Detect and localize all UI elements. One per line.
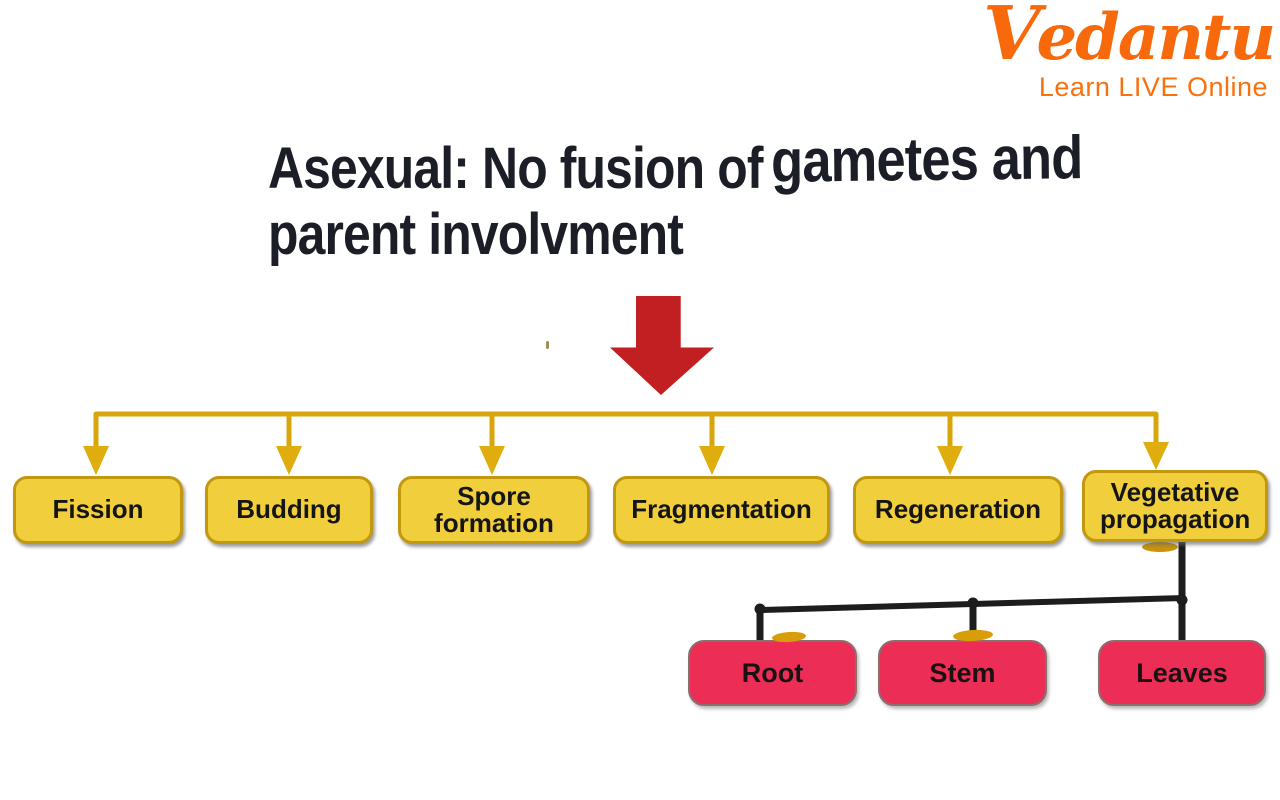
gold-arrowheads (83, 442, 1169, 475)
category-label: Fragmentation (631, 494, 812, 525)
gold-rail (93, 411, 1159, 448)
logo-tagline: Learn LIVE Online (1038, 72, 1268, 102)
part-box-root: Root (688, 640, 857, 706)
part-box-stem: Stem (878, 640, 1047, 706)
category-label: Regeneration (874, 494, 1042, 525)
black-branch (754, 540, 1188, 643)
category-label: Budding (236, 494, 342, 525)
logo-v-glyph: V (983, 0, 1040, 77)
part-label: Root (741, 657, 804, 688)
part-label: Leaves (1136, 657, 1228, 688)
category-label: Vegetative propagation (1100, 476, 1251, 534)
vedantu-logo: Vedantu (983, 0, 1276, 77)
category-box-fission: Fission (13, 476, 183, 544)
smudge-artifact (1142, 542, 1178, 552)
category-box-budding: Budding (205, 476, 373, 544)
category-label: Spore formation (434, 480, 554, 538)
category-box-regeneration: Regeneration (853, 476, 1063, 544)
stray-mark (546, 341, 549, 349)
title-line1-start: Asexual: No fusion of (268, 136, 763, 201)
category-label: Fission (52, 494, 144, 525)
title-line2: parent involvment (268, 202, 684, 267)
logo-wordmark: edantu (1036, 0, 1276, 75)
part-label: Stem (929, 657, 996, 688)
part-box-leaves: Leaves (1098, 640, 1266, 706)
gold-drop-shafts (286, 414, 953, 448)
category-box-vegetative-propagation: Vegetative propagation (1082, 470, 1268, 542)
category-box-fragmentation: Fragmentation (613, 476, 830, 544)
category-box-spore-formation: Spore formation (398, 476, 590, 544)
